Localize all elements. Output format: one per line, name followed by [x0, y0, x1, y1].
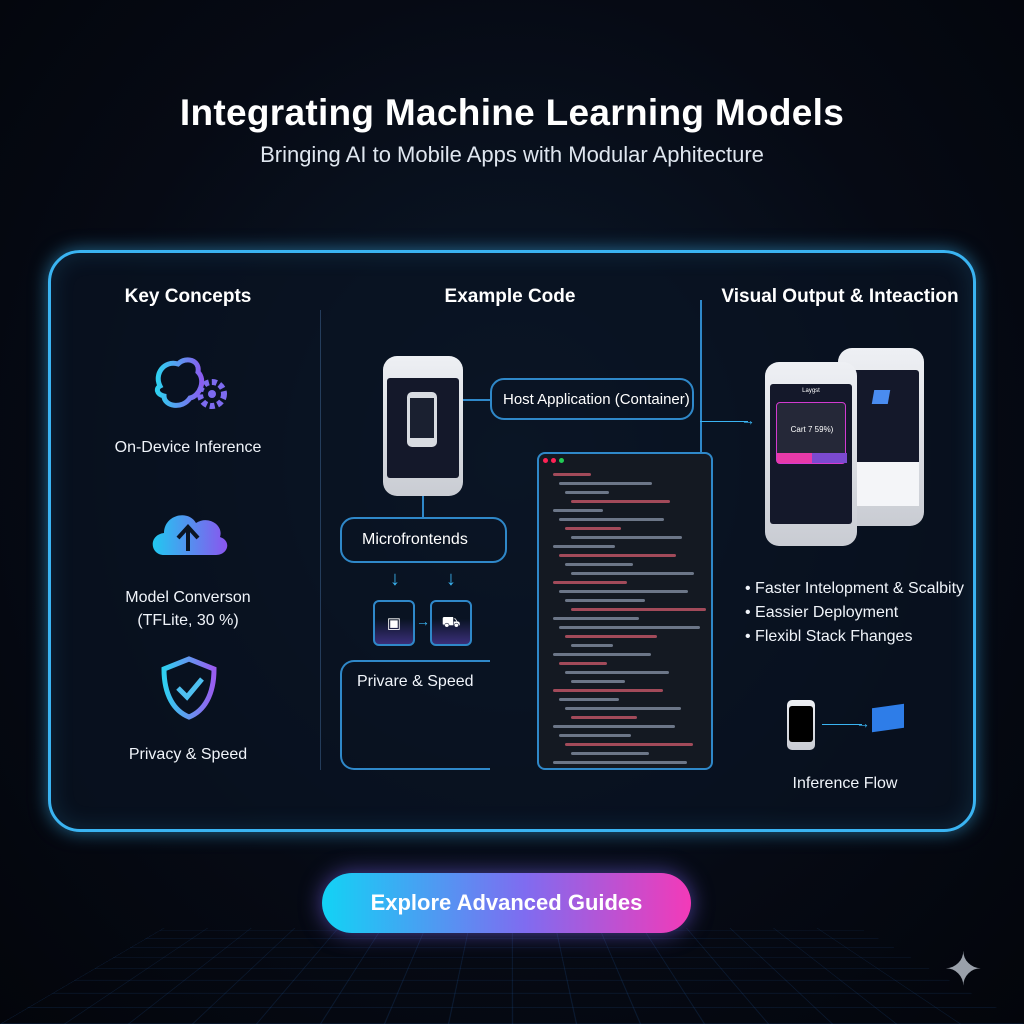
- arrow-right-icon: →: [856, 715, 870, 731]
- connector-line: [463, 399, 491, 401]
- code-line: [565, 635, 657, 638]
- code-line: [559, 518, 664, 521]
- code-line: [571, 608, 706, 611]
- heading-example-code: Example Code: [444, 286, 576, 307]
- code-line: [553, 473, 591, 476]
- code-line: [571, 536, 682, 539]
- code-line: [565, 563, 633, 566]
- code-line: [559, 734, 631, 737]
- benefit-bullet: • Flexibl Stack Fhanges: [745, 628, 913, 645]
- output-phone-front: Laygst Cart 7 59%): [765, 362, 857, 546]
- arrow-right-icon: →: [416, 613, 430, 629]
- benefit-bullet: • Faster Intelopment & Scalbity: [745, 580, 965, 597]
- flow-layers-icon: [872, 703, 904, 733]
- code-line: [571, 752, 649, 755]
- code-line: [571, 680, 625, 683]
- connector-line: [422, 496, 424, 518]
- host-phone-image: [383, 356, 463, 496]
- brain-gear-icon: [154, 357, 227, 409]
- code-line: [565, 527, 621, 530]
- explore-guides-button[interactable]: Explore Advanced Guides: [322, 873, 691, 933]
- code-line: [571, 644, 613, 647]
- concept-label: Model Converson: [125, 589, 251, 606]
- code-line: [559, 626, 700, 629]
- microfrontends-box: Microfrontends: [340, 517, 507, 563]
- code-line: [553, 581, 627, 584]
- privacy-speed-label: Privare & Speed: [357, 673, 474, 690]
- code-line: [565, 743, 693, 746]
- code-line: [553, 545, 615, 548]
- column-divider: [320, 310, 321, 770]
- phone-card-label: Cart 7 59%): [790, 425, 834, 434]
- code-line: [565, 599, 645, 602]
- window-controls: [539, 454, 711, 467]
- code-line: [553, 617, 639, 620]
- code-line: [565, 707, 681, 710]
- connector-line: [700, 300, 702, 452]
- shield-check-icon: [161, 656, 217, 720]
- concept-label: On-Device Inference: [114, 439, 262, 456]
- code-line: [565, 491, 609, 494]
- arrow-line: [700, 421, 748, 422]
- phone-screen-title: Laygst: [802, 388, 820, 394]
- code-line: [559, 698, 619, 701]
- flow-arrow: [822, 724, 862, 725]
- code-editor-window: [537, 452, 713, 770]
- code-lines: [539, 473, 711, 768]
- code-line: [553, 689, 663, 692]
- code-line: [571, 500, 670, 503]
- heading-key-concepts: Key Concepts: [124, 286, 252, 307]
- code-line: [553, 509, 603, 512]
- concept-label-detail: (TFLite, 30 %): [137, 612, 239, 629]
- code-line: [571, 716, 637, 719]
- code-line: [553, 725, 675, 728]
- module-book-icon: ▣: [373, 600, 415, 646]
- code-line: [559, 554, 676, 557]
- flow-phone-icon: [787, 700, 815, 750]
- inference-flow-label: Inference Flow: [792, 775, 898, 792]
- code-line: [559, 662, 607, 665]
- cloud-upload-icon: [152, 515, 228, 555]
- concept-label: Privacy & Speed: [128, 746, 248, 763]
- code-line: [559, 590, 688, 593]
- code-line: [571, 572, 694, 575]
- sparkle-icon: ✦: [944, 943, 983, 995]
- arrow-down-icon: ↓: [446, 568, 456, 590]
- benefit-bullet: • Eassier Deployment: [745, 604, 899, 621]
- background-grid: [0, 927, 1024, 1024]
- module-cart-icon: ⛟: [430, 600, 472, 646]
- page-title: Integrating Machine Learning Models: [179, 92, 845, 133]
- host-application-box: Host Application (Container): [490, 378, 694, 420]
- arrow-down-icon: ↓: [390, 568, 400, 590]
- arrow-right-icon: →: [741, 412, 755, 428]
- code-line: [559, 482, 652, 485]
- page-subtitle: Bringing AI to Mobile Apps with Modular …: [260, 142, 764, 167]
- code-line: [553, 761, 687, 764]
- code-line: [565, 671, 669, 674]
- privacy-speed-box: [340, 660, 490, 770]
- heading-visual-output: Visual Output & Inteaction: [721, 286, 959, 307]
- code-line: [553, 653, 651, 656]
